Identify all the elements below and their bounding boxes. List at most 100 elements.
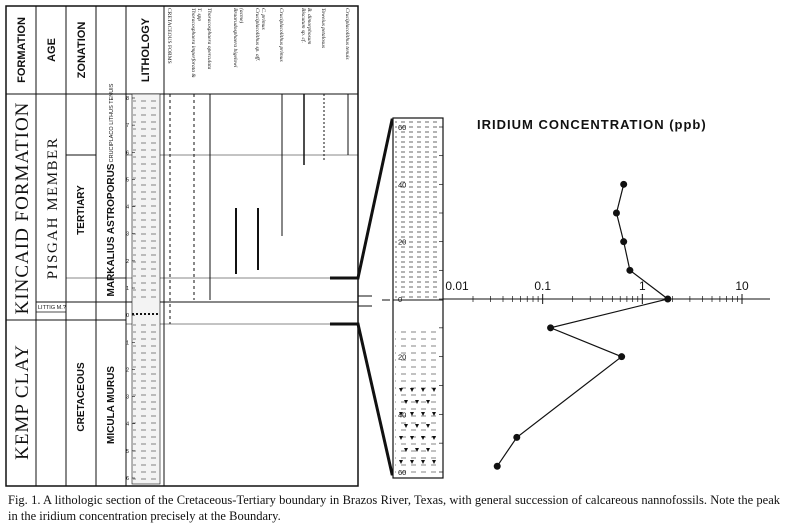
- data-point: [626, 266, 634, 274]
- data-point: [493, 462, 501, 470]
- section-tick-label: 1: [126, 340, 129, 346]
- section-tick-label: 3: [126, 395, 129, 401]
- data-points: [493, 180, 672, 470]
- data-point: [547, 324, 555, 332]
- taxon-label: Cruciplacolithus primus: [278, 8, 284, 62]
- fossil-mark: [404, 400, 408, 404]
- y-tick-label: 0: [398, 295, 402, 304]
- taxon-label: Thoracosphaera operculata: [206, 8, 212, 70]
- fossil-mark: [432, 388, 436, 392]
- data-point: [620, 238, 628, 246]
- lithology-column: [131, 93, 161, 485]
- zonation-header: ZONATION: [76, 22, 88, 79]
- fossil-mark: [399, 436, 403, 440]
- kincaid-formation-label: KINCAID FORMATION: [12, 102, 33, 315]
- age-header: AGE: [46, 38, 58, 62]
- y-tick-label: 40: [398, 410, 406, 419]
- fossil-mark: [415, 448, 419, 452]
- fossil-mark: [410, 412, 414, 416]
- markalius-zone-label: MARKALIUS ASTROPORUS: [106, 163, 117, 296]
- iridium-chart: IRIDIUM CONCENTRATION (ppb) 604020020406…: [398, 117, 770, 478]
- stratigraphic-section: [5, 5, 359, 487]
- data-point: [620, 180, 628, 188]
- taxon-label: Cruciplacolithus sp. aff.C. primus: [254, 8, 266, 61]
- fossil-mark: [410, 460, 414, 464]
- formation-names: KINCAID FORMATION PISGAH MEMBER KEMP CLA…: [12, 102, 61, 460]
- fossil-mark: [426, 400, 430, 404]
- fossil-mark: [404, 448, 408, 452]
- kemp-clay-label: KEMP CLAY: [12, 344, 33, 460]
- section-tick-label: 5: [126, 177, 129, 183]
- section-tick-label: 6: [126, 476, 129, 482]
- figure-caption: Fig. 1. A lithologic section of the Cret…: [8, 493, 780, 523]
- lithology-header: LITHOLOGY: [140, 17, 152, 82]
- fossil-mark: [421, 436, 425, 440]
- age-labels: TERTIARY CRETACEOUS: [76, 185, 87, 432]
- x-tick-label: 10: [735, 279, 749, 293]
- fossil-mark: [399, 412, 403, 416]
- section-tick-label: 3: [126, 232, 129, 238]
- pisgah-member-label: PISGAH MEMBER: [45, 137, 61, 279]
- taxon-label: Cruciplacolithus tenuis: [344, 8, 350, 60]
- formation-header: FORMATION: [16, 17, 28, 83]
- iridium-line: [496, 184, 670, 467]
- cretaceous-label: CRETACEOUS: [76, 362, 87, 432]
- taxon-label: CRETACEOUS FORMS: [166, 8, 172, 64]
- data-point: [612, 209, 620, 217]
- y-tick-label: 20: [398, 353, 406, 362]
- chart-axes: [442, 118, 770, 478]
- taxon-label: Thoracosphaera imperforata &T. spp: [190, 8, 202, 78]
- section-tick-label: 6: [126, 150, 129, 156]
- section-tick-label: 8: [126, 96, 129, 102]
- fossil-mark: [426, 448, 430, 452]
- fossil-mark: [410, 388, 414, 392]
- micula-zone-label: MICULA MURUS: [106, 366, 117, 444]
- fossil-mark: [399, 460, 403, 464]
- taxon-labels: CRETACEOUS FORMS Thoracosphaera imperfora…: [166, 8, 350, 78]
- tertiary-label: TERTIARY: [76, 185, 87, 235]
- fossil-mark: [421, 388, 425, 392]
- fossil-mark: [432, 460, 436, 464]
- x-tick-labels: 0.01 0.1 1 10: [445, 279, 749, 293]
- x-tick-label: 0.01: [445, 279, 469, 293]
- fossil-marks: [399, 388, 436, 464]
- fossil-mark: [399, 388, 403, 392]
- data-point: [664, 295, 672, 303]
- data-line: [496, 184, 670, 467]
- y-tick-label: 60: [398, 468, 406, 477]
- y-tick-labels: 60 40 20 0 20 40 60: [398, 123, 443, 477]
- taxon-label: Toweius petalosus: [320, 8, 326, 48]
- fossil-mark: [404, 424, 408, 428]
- section-tick-label: 2: [126, 367, 129, 373]
- y-tick-label: 40: [398, 180, 406, 189]
- fossil-mark: [426, 424, 430, 428]
- fossil-mark: [421, 412, 425, 416]
- littig-label: LITTIG M.?: [38, 305, 66, 311]
- fossil-mark: [415, 400, 419, 404]
- y-tick-label: 20: [398, 238, 406, 247]
- section-tick-label: 4: [126, 205, 129, 211]
- zone-labels: CRUCIPLACO LITHUS TENUIS MARKALIUS ASTRO…: [106, 83, 117, 444]
- column-headers: FORMATION AGE ZONATION LITHOLOGY: [16, 17, 152, 83]
- fossil-mark: [410, 436, 414, 440]
- y-tick-label: 60: [398, 123, 406, 132]
- x-tick-label: 1: [639, 279, 646, 293]
- section-tick-label: 5: [126, 449, 129, 455]
- section-tick-label: 4: [126, 422, 129, 428]
- fossil-mark: [415, 424, 419, 428]
- section-tick-label: 0: [126, 313, 129, 319]
- taxon-label: Braarudosphaera bigelowi(acme): [232, 8, 245, 68]
- taxon-ranges: [169, 94, 349, 324]
- section-tick-label: 1: [126, 286, 129, 292]
- chart-title: IRIDIUM CONCENTRATION (ppb): [477, 117, 707, 132]
- expanded-section-column: [392, 117, 444, 479]
- taxon-label: Biscutum sp. cf.B. dimorphosum: [300, 8, 312, 44]
- section-tick-label: 7: [126, 123, 129, 129]
- fossil-mark: [432, 412, 436, 416]
- fossil-mark: [421, 460, 425, 464]
- data-point: [513, 433, 521, 441]
- x-tick-label: 0.1: [534, 279, 551, 293]
- cruciplaco-zone-label: CRUCIPLACO LITHUS TENUIS: [109, 83, 115, 162]
